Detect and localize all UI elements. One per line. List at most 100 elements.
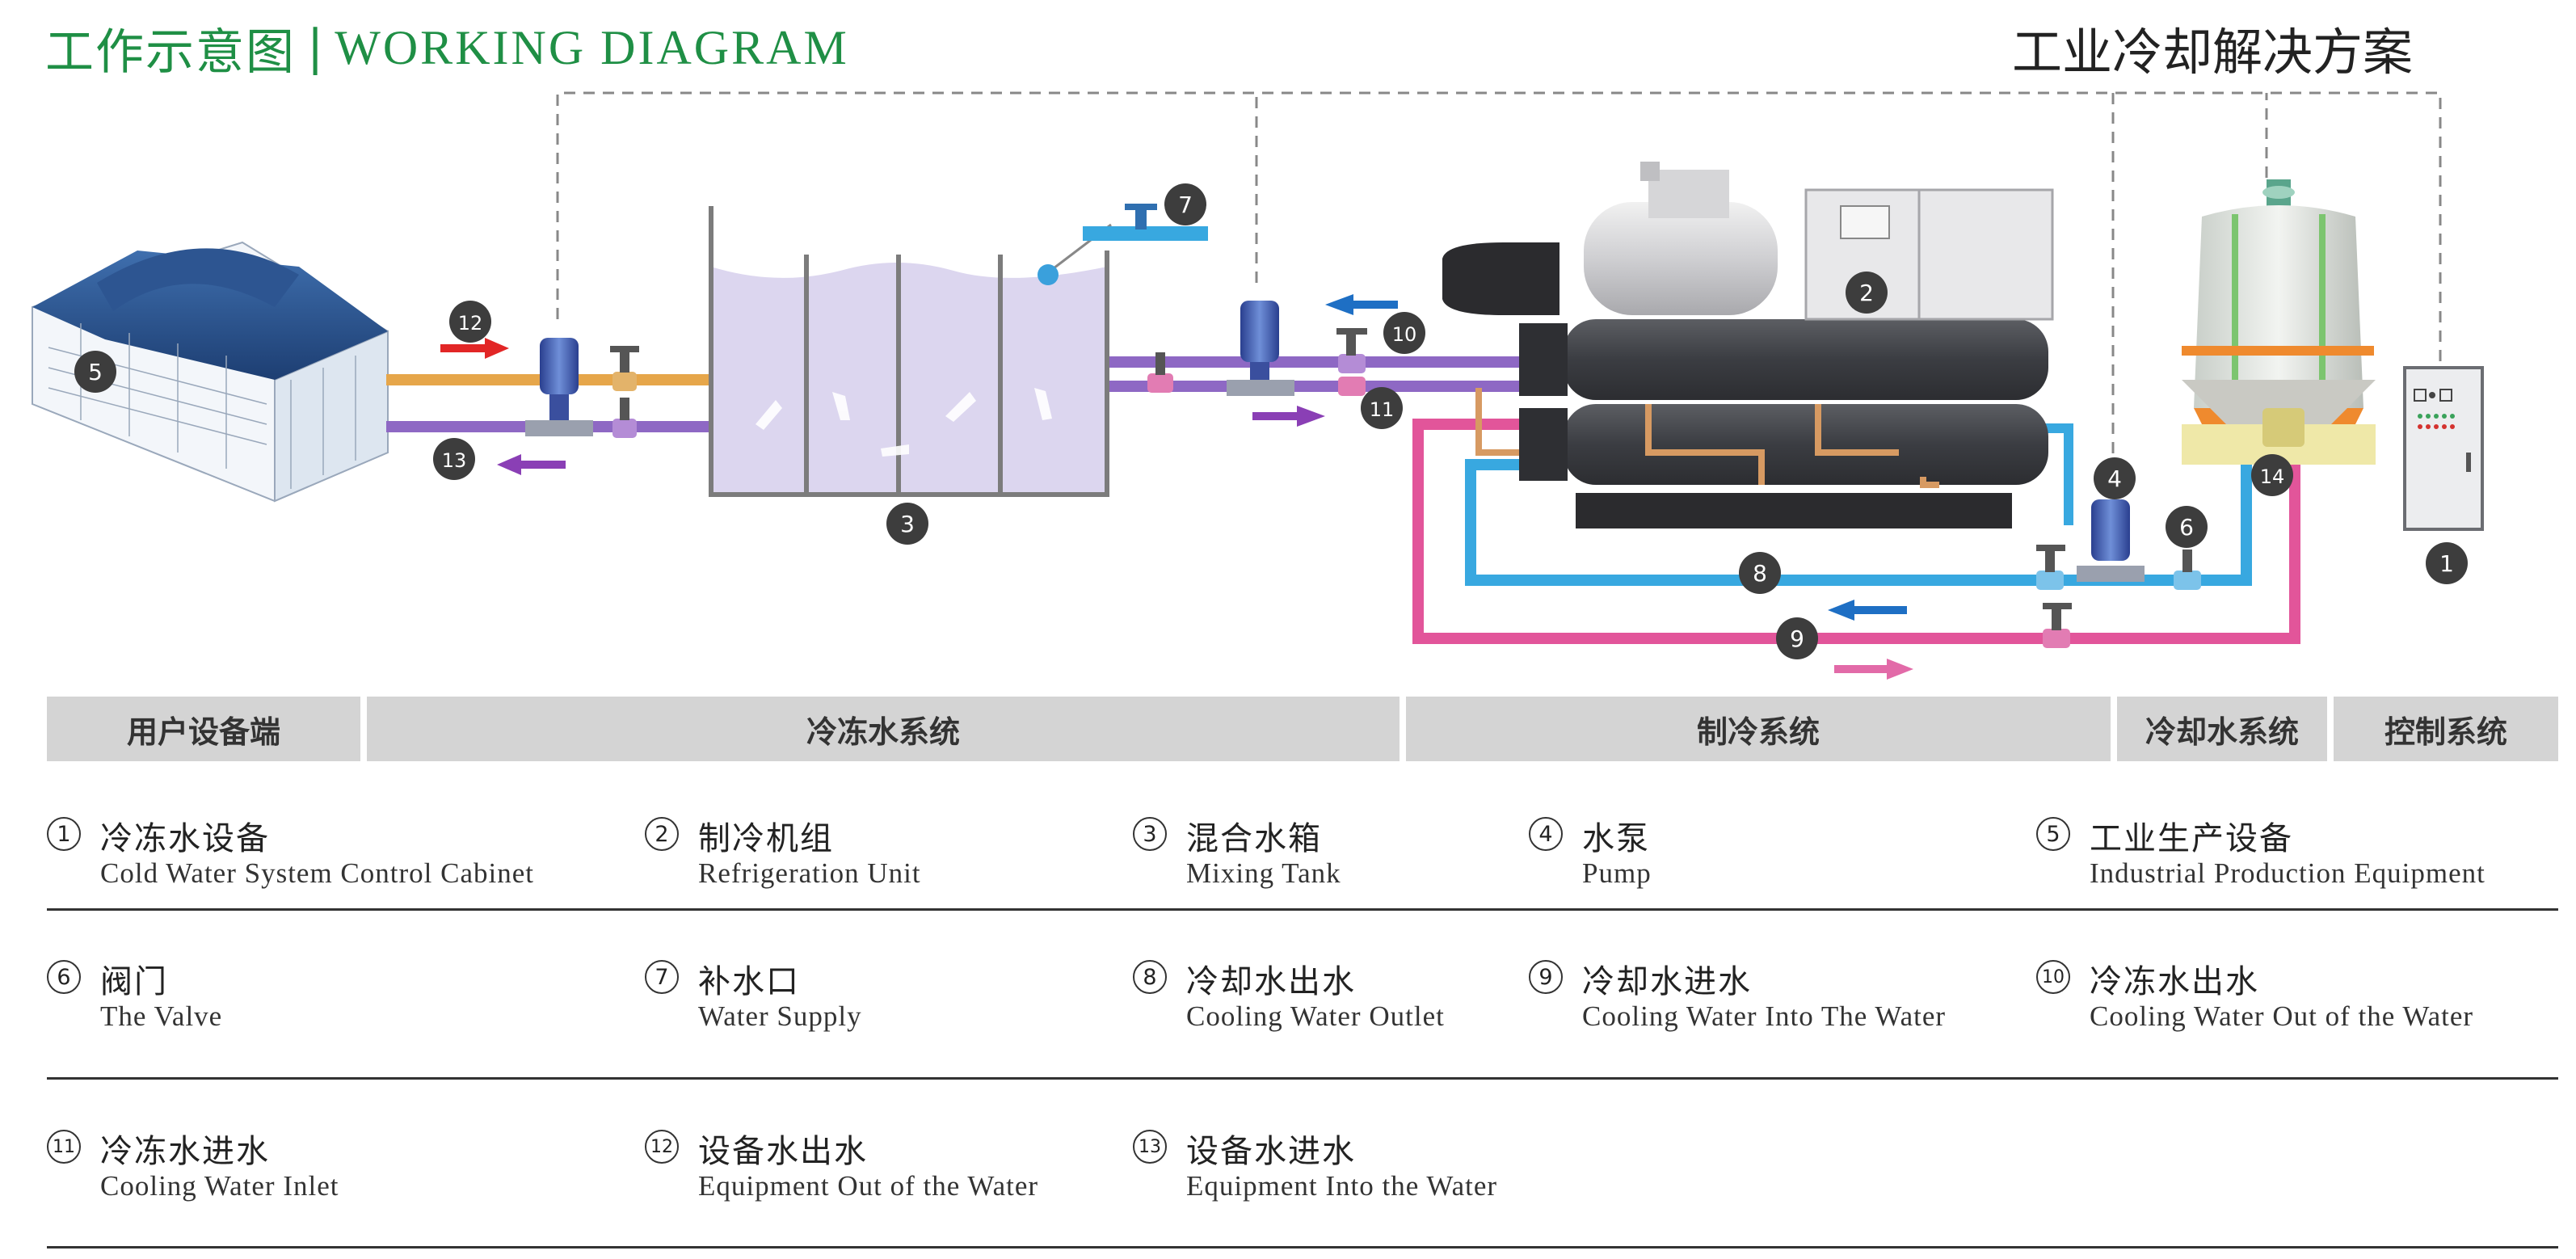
arrow-cooling-in bbox=[1834, 659, 1913, 680]
svg-text:14: 14 bbox=[2260, 465, 2285, 488]
callout-4: 4 bbox=[2094, 457, 2136, 499]
legend-divider bbox=[47, 908, 2558, 911]
legend-number: 9 bbox=[1529, 960, 1563, 994]
brand-title: 工业冷却解决方案 bbox=[2012, 23, 2414, 82]
legend-label-en: Cooling Water Outlet bbox=[1186, 1000, 1445, 1032]
legend-label-cn: 水泵 bbox=[1582, 820, 1650, 857]
cooling-tower bbox=[2182, 179, 2376, 465]
legend-label-cn: 冷冻水出水 bbox=[2090, 963, 2259, 1000]
legend-number: 2 bbox=[645, 817, 679, 851]
svg-text:4: 4 bbox=[2107, 465, 2122, 492]
svg-text:9: 9 bbox=[1790, 625, 1804, 652]
arrow-equipment-in bbox=[497, 454, 566, 475]
callout-13: 13 bbox=[433, 438, 475, 480]
svg-text:11: 11 bbox=[1370, 398, 1395, 421]
title-separator: | bbox=[307, 19, 324, 76]
legend-number: 11 bbox=[47, 1130, 81, 1164]
legend-number: 1 bbox=[47, 817, 81, 851]
pump-cooling-side bbox=[2077, 499, 2145, 582]
legend-number: 7 bbox=[645, 960, 679, 994]
refrigeration-unit bbox=[1442, 162, 2054, 528]
legend-number: 4 bbox=[1529, 817, 1563, 851]
svg-text:12: 12 bbox=[458, 312, 483, 335]
svg-text:2: 2 bbox=[1859, 280, 1874, 306]
svg-text:7: 7 bbox=[1178, 192, 1193, 218]
legend-label-en: Industrial Production Equipment bbox=[2090, 857, 2486, 889]
callout-5: 5 bbox=[74, 351, 116, 393]
legend-divider bbox=[47, 1077, 2558, 1080]
legend-label-cn: 混合水箱 bbox=[1186, 820, 1322, 857]
callout-9: 9 bbox=[1776, 617, 1818, 659]
callout-14: 14 bbox=[2251, 454, 2293, 496]
arrow-chilled-out bbox=[1325, 294, 1398, 315]
control-cabinet bbox=[2403, 366, 2484, 531]
legend-label-cn: 冷却水出水 bbox=[1186, 963, 1356, 1000]
legend-label-en: Equipment Into the Water bbox=[1186, 1170, 1498, 1202]
callouts: 1 2 3 4 5 6 7 8 9 10 11 12 13 14 bbox=[74, 183, 2468, 659]
legend-label-cn: 冷冻水设备 bbox=[100, 820, 270, 857]
legend-label-en: Mixing Tank bbox=[1186, 857, 1341, 889]
legend-number: 10 bbox=[2036, 960, 2070, 994]
legend-number: 5 bbox=[2036, 817, 2070, 851]
section-chilled-water: 冷冻水系统 bbox=[367, 697, 1400, 761]
legend-label-cn: 工业生产设备 bbox=[2090, 820, 2293, 857]
callout-6: 6 bbox=[2166, 506, 2208, 548]
legend-label-cn: 制冷机组 bbox=[698, 820, 834, 857]
legend-label-cn: 阀门 bbox=[100, 963, 168, 1000]
section-refrigeration: 制冷系统 bbox=[1406, 697, 2111, 761]
legend-number: 12 bbox=[645, 1130, 679, 1164]
legend-label-en: Cooling Water Out of the Water bbox=[2090, 1000, 2474, 1032]
callout-7: 7 bbox=[1164, 183, 1206, 225]
section-cooling-water: 冷却水系统 bbox=[2117, 697, 2327, 761]
svg-text:3: 3 bbox=[900, 511, 915, 537]
legend-label-en: Water Supply bbox=[698, 1000, 862, 1032]
section-control: 控制系统 bbox=[2334, 697, 2558, 761]
callout-10: 10 bbox=[1383, 312, 1425, 354]
legend-label-en: Pump bbox=[1582, 857, 1652, 889]
svg-text:13: 13 bbox=[442, 449, 467, 472]
callout-3: 3 bbox=[886, 503, 928, 545]
title-cn: 工作示意图 bbox=[45, 23, 296, 81]
arrow-cooling-out bbox=[1828, 600, 1907, 621]
valves-cooling-side bbox=[2036, 545, 2201, 648]
legend-label-en: Cooling Water Inlet bbox=[100, 1170, 339, 1202]
legend-label-en: The Valve bbox=[100, 1000, 223, 1032]
title-en: WORKING DIAGRAM bbox=[335, 20, 849, 74]
system-diagram: 1 2 3 4 5 6 7 8 9 10 11 12 13 14 bbox=[32, 91, 2484, 680]
svg-text:10: 10 bbox=[1392, 323, 1417, 346]
legend-number: 3 bbox=[1133, 817, 1167, 851]
legend-label-cn: 补水口 bbox=[698, 963, 800, 1000]
arrow-equipment-out bbox=[440, 338, 509, 359]
callout-8: 8 bbox=[1739, 552, 1781, 594]
legend-label-cn: 设备水进水 bbox=[1186, 1133, 1356, 1170]
callout-1: 1 bbox=[2426, 542, 2468, 584]
legend-divider bbox=[47, 1246, 2558, 1248]
callout-11: 11 bbox=[1361, 387, 1403, 429]
svg-text:6: 6 bbox=[2179, 514, 2194, 541]
svg-text:1: 1 bbox=[2439, 550, 2454, 577]
flow-arrows bbox=[440, 294, 1913, 680]
legend-number: 13 bbox=[1133, 1130, 1167, 1164]
pump-user-side bbox=[525, 338, 593, 436]
mixing-tank bbox=[709, 204, 1208, 497]
legend-label-en: Refrigeration Unit bbox=[698, 857, 921, 889]
callout-12: 12 bbox=[449, 301, 491, 343]
valves-user-side bbox=[610, 346, 639, 438]
legend-label-cn: 冷却水进水 bbox=[1582, 963, 1752, 1000]
control-signal-lines bbox=[556, 91, 2442, 473]
legend-label-en: Equipment Out of the Water bbox=[698, 1170, 1039, 1202]
legend-number: 8 bbox=[1133, 960, 1167, 994]
svg-text:8: 8 bbox=[1753, 560, 1767, 587]
arrow-chilled-in bbox=[1252, 406, 1325, 427]
pump-chilled-side bbox=[1227, 301, 1294, 396]
svg-text:5: 5 bbox=[88, 359, 103, 385]
legend-label-cn: 设备水出水 bbox=[698, 1133, 868, 1170]
diagram-title: 工作示意图 | WORKING DIAGRAM bbox=[45, 11, 849, 84]
legend-number: 6 bbox=[47, 960, 81, 994]
legend-label-en: Cold Water System Control Cabinet bbox=[100, 857, 534, 889]
legend-label-en: Cooling Water Into The Water bbox=[1582, 1000, 1947, 1032]
valves-chilled-side bbox=[1147, 328, 1367, 396]
callout-2: 2 bbox=[1846, 272, 1888, 314]
industrial-building bbox=[32, 241, 389, 503]
legend-label-cn: 冷冻水进水 bbox=[100, 1133, 270, 1170]
